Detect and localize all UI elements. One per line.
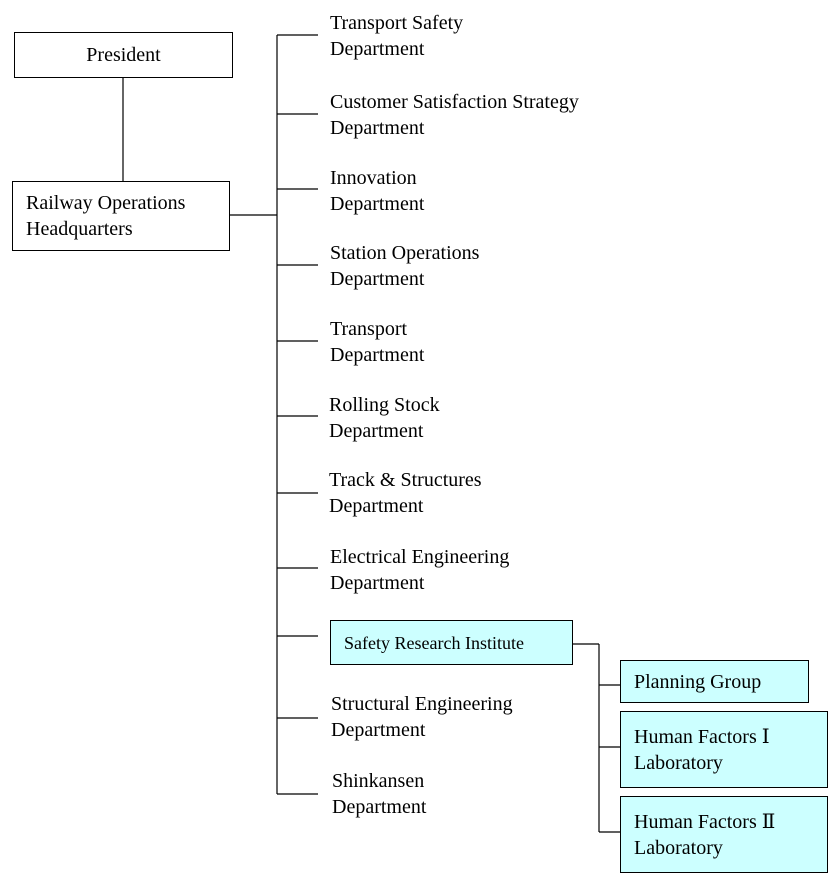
headquarters-box: Railway Operations Headquarters <box>12 181 230 251</box>
institute-label: Safety Research Institute <box>344 632 524 653</box>
human-factors-2-label: Human Factors Ⅱ Laboratory <box>634 810 776 859</box>
department-label: Shinkansen Department <box>332 770 427 818</box>
department-label: Rolling Stock Department <box>329 394 440 442</box>
department-label: Transport Safety Department <box>330 12 464 60</box>
department-label: Customer Satisfaction Strategy Departmen… <box>330 91 579 139</box>
department-label: Innovation Department <box>330 167 425 215</box>
department-label: Structural Engineering Department <box>331 693 513 741</box>
human-factors-1-label: Human Factors Ⅰ Laboratory <box>634 725 770 774</box>
headquarters-label: Railway Operations Headquarters <box>26 192 186 240</box>
human-factors-1-box: Human Factors Ⅰ Laboratory <box>620 711 828 788</box>
department-label: Electrical Engineering Department <box>330 546 510 594</box>
department-label: Station Operations Department <box>330 242 480 290</box>
president-label: President <box>86 44 161 66</box>
human-factors-2-box: Human Factors Ⅱ Laboratory <box>620 796 828 873</box>
president-box: President <box>14 32 233 78</box>
planning-group-label: Planning Group <box>634 670 762 693</box>
planning-group-box: Planning Group <box>620 660 809 703</box>
safety-research-institute-box: Safety Research Institute <box>330 620 573 665</box>
department-label: Transport Department <box>330 318 425 366</box>
department-label: Track & Structures Department <box>329 469 482 517</box>
